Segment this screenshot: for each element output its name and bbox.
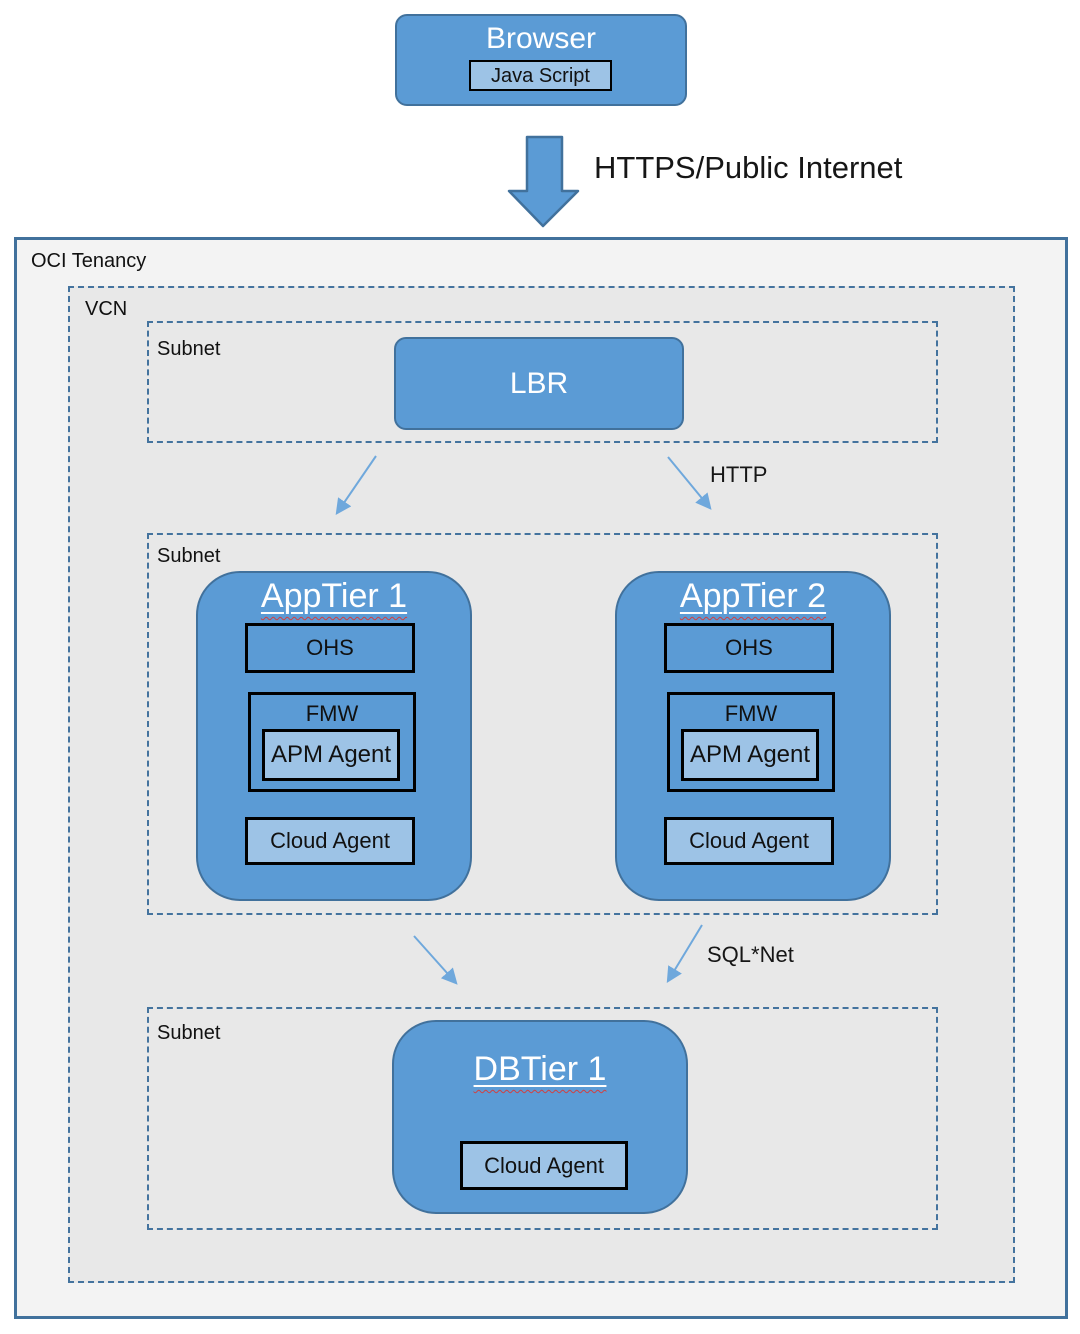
fmw-label: FMW (305, 701, 359, 726)
dbtier-cloud-agent-box: Cloud Agent (460, 1141, 628, 1190)
cloud-agent-label: Cloud Agent (689, 828, 809, 853)
ohs-label: OHS (306, 635, 354, 660)
sqlnet-edge-label: SQL*Net (707, 942, 794, 967)
cloud-agent-label: Cloud Agent (484, 1152, 604, 1178)
browser-title: Browser (485, 22, 597, 55)
subnet-dbtier: Subnet DBTier 1 Cloud Agent (147, 1007, 938, 1230)
apptier1-fmw-box: FMW APM Agent (248, 692, 416, 792)
apptier2-node: AppTier 2 OHS FMW APM Agent Cloud Agent (615, 571, 891, 901)
apptier1-node: AppTier 1 OHS FMW APM Agent Cloud Agent (196, 571, 472, 901)
apptier2-title-text: AppTier 2 (679, 577, 827, 615)
subnet2-label: Subnet (157, 545, 221, 567)
subnet-lbr: Subnet LBR (147, 321, 938, 443)
apptier2-title: AppTier 2 (617, 577, 889, 616)
browser-to-lbr-block-arrow-icon (507, 135, 580, 228)
apptier1-ohs-box: OHS (245, 623, 415, 673)
apptier1-title: AppTier 1 (198, 577, 470, 616)
javascript-label: Java Script (491, 64, 590, 87)
apptier1-apm-agent-box: APM Agent (262, 729, 400, 781)
subnet1-label: Subnet (157, 338, 221, 360)
apptier2-fmw-box: FMW APM Agent (667, 692, 835, 792)
http-edge-label: HTTP (710, 462, 768, 487)
ohs-label: OHS (725, 635, 773, 660)
vcn-container: VCN Subnet LBR Subnet AppTier 1 OHS (68, 286, 1015, 1283)
apptier2-ohs-box: OHS (664, 623, 834, 673)
dbtier-title-text: DBTier 1 (473, 1050, 607, 1088)
subnet3-label: Subnet (157, 1022, 221, 1044)
internet-label: HTTPS/Public Internet (594, 150, 903, 185)
vcn-label: VCN (85, 298, 128, 320)
lbr-title: LBR (509, 366, 569, 400)
apm-agent-label: APM Agent (270, 741, 392, 768)
apptier2-apm-agent-box: APM Agent (681, 729, 819, 781)
subnet-apptier: Subnet AppTier 1 OHS FMW APM Agent (147, 533, 938, 915)
fmw-label: FMW (724, 701, 778, 726)
apptier2-cloud-agent-box: Cloud Agent (664, 817, 834, 865)
oci-tenancy-label: OCI Tenancy (31, 250, 147, 272)
oci-tenancy-container: OCI Tenancy VCN Subnet LBR Subnet AppTie… (14, 237, 1068, 1319)
apm-agent-label: APM Agent (689, 741, 811, 768)
browser-node: Browser Java Script (395, 14, 687, 106)
apptier1-cloud-agent-box: Cloud Agent (245, 817, 415, 865)
dbtier-title: DBTier 1 (394, 1050, 686, 1089)
cloud-agent-label: Cloud Agent (270, 828, 390, 853)
apptier1-title-text: AppTier 1 (260, 577, 408, 615)
lbr-node: LBR (394, 337, 684, 430)
javascript-box: Java Script (469, 60, 612, 91)
dbtier-node: DBTier 1 Cloud Agent (392, 1020, 688, 1214)
